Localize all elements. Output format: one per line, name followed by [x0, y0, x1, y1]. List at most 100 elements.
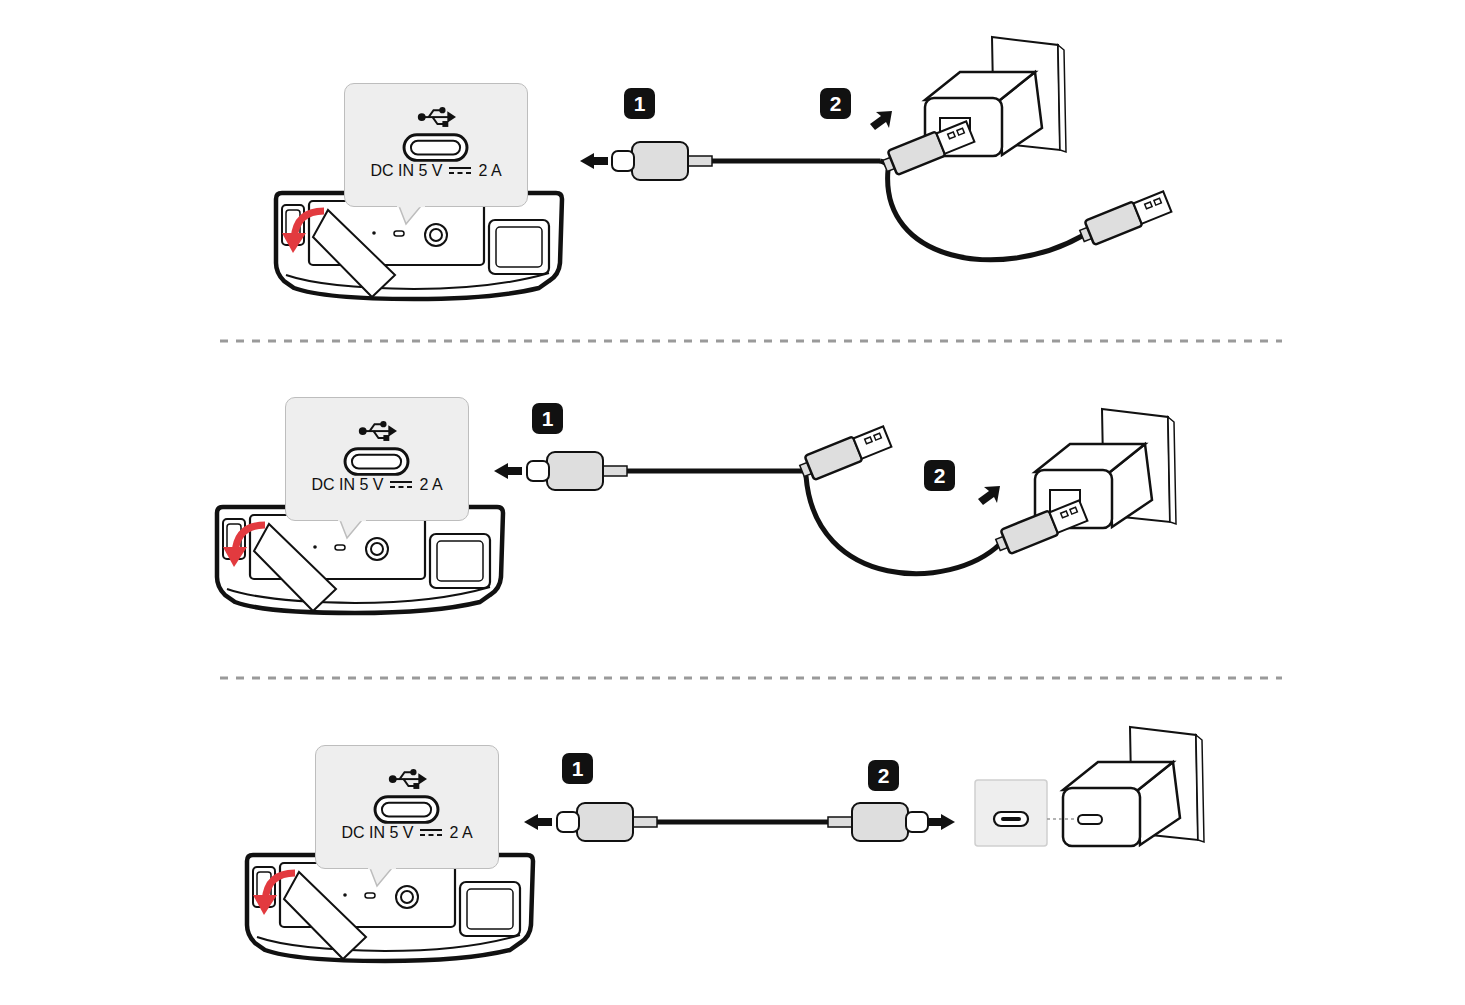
usb-symbol [419, 775, 425, 783]
usb-symbol [443, 122, 447, 126]
cable-set-1 [880, 119, 975, 178]
dc-symbol [449, 172, 471, 174]
cable-set-2 [494, 463, 522, 479]
usb-symbol [440, 108, 444, 112]
callout-number: 1 [532, 403, 563, 434]
dc-symbol [420, 829, 442, 831]
device [276, 193, 562, 299]
cable-set-2 [527, 452, 627, 490]
usb-symbol [418, 108, 453, 126]
cable-set-1 [708, 159, 880, 164]
usb-c-port [345, 449, 408, 475]
usb-symbol [414, 784, 418, 788]
device [247, 855, 533, 961]
rating-text: DC IN 5 V [311, 476, 383, 494]
cable-set-3 [557, 803, 657, 841]
rating-row: DC IN 5 V 2 A [360, 162, 511, 188]
usb-symbol [369, 424, 381, 431]
bubble-tail [368, 866, 396, 869]
bubble-tail [370, 868, 392, 886]
cable-set-3 [1063, 727, 1204, 846]
usb-symbol [399, 772, 411, 779]
usb-c-port [381, 803, 430, 817]
dc-symbol [449, 167, 471, 169]
usb-c-port [404, 135, 467, 161]
dc-symbol [390, 486, 412, 488]
cable-set-2 [978, 486, 1000, 505]
cable-set-3 [994, 812, 1028, 826]
usb-symbol [422, 116, 448, 118]
usb-c-port [375, 797, 438, 823]
cable-set-3 [975, 780, 1047, 846]
cable-set-3 [524, 814, 552, 830]
cable-set-2 [993, 498, 1088, 557]
callout-bubble: DC IN 5 V 2 A [315, 745, 499, 869]
bubble-tail [338, 518, 366, 521]
cable-set-3 [1047, 818, 1076, 820]
usb-c-port [410, 141, 459, 155]
rating-row: DC IN 5 V 2 A [331, 824, 482, 850]
cable-set-1 [1077, 189, 1172, 248]
callout-number: 2 [924, 460, 955, 491]
usb-symbol [389, 770, 424, 788]
callout-number: 1 [562, 753, 593, 784]
usb-symbol [373, 431, 384, 438]
bubble-tail [397, 204, 427, 226]
usb-symbol [389, 776, 395, 782]
dc-symbol [389, 480, 413, 490]
usb-c-icon [287, 398, 468, 476]
callout-number: 2 [820, 88, 851, 119]
usb-symbol [393, 778, 419, 780]
cable-set-3 [653, 820, 832, 825]
separator [220, 341, 1282, 678]
usb-c-icon [317, 746, 498, 824]
device [217, 507, 503, 613]
cable-set-2 [494, 409, 1176, 574]
usb-c-port [345, 449, 408, 475]
rating-text: 2 A [478, 162, 501, 180]
usb-symbol [381, 422, 385, 426]
cable-set-2 [806, 476, 1000, 574]
usb-symbol [448, 113, 454, 121]
usb-symbol [359, 428, 365, 434]
dc-symbol [390, 481, 412, 483]
callout-number: 2 [868, 760, 899, 791]
usb-symbol [428, 110, 440, 117]
bubble-tail [397, 204, 425, 207]
callout-number: 1 [624, 88, 655, 119]
rating-text: 2 A [449, 824, 472, 842]
cable-set-3 [1078, 815, 1102, 824]
cable-set-1 [580, 153, 608, 169]
rating-row: DC IN 5 V 2 A [301, 476, 452, 502]
usb-c-port [375, 797, 438, 823]
bubble-tail [399, 206, 421, 224]
cable-set-3 [1001, 817, 1021, 821]
separator [220, 340, 1282, 343]
cable-set-2 [797, 424, 892, 483]
usb-symbol [411, 770, 415, 774]
bubble-tail [340, 520, 362, 538]
rating-text: 2 A [419, 476, 442, 494]
cable-set-3 [828, 803, 928, 841]
dc-symbol [419, 828, 443, 838]
usb-symbol [389, 427, 395, 435]
usb-symbol [384, 436, 388, 440]
usb-symbol [418, 114, 424, 120]
cable-set-1 [870, 111, 892, 130]
usb-symbol [432, 117, 443, 124]
cable-set-3 [524, 727, 1204, 846]
usb-c-port [351, 455, 400, 469]
callout-bubble: DC IN 5 V 2 A [344, 83, 528, 207]
callout-bubble: DC IN 5 V 2 A [285, 397, 469, 521]
usb-symbol [359, 422, 394, 440]
usb-symbol [403, 779, 414, 786]
dc-symbol [448, 166, 472, 176]
usb-c-icon [346, 84, 527, 162]
cable-set-2 [623, 469, 804, 474]
rating-text: DC IN 5 V [370, 162, 442, 180]
bubble-tail [368, 866, 398, 888]
cable-set-1 [612, 142, 712, 180]
rating-text: DC IN 5 V [341, 824, 413, 842]
cable-set-1 [580, 37, 1172, 260]
